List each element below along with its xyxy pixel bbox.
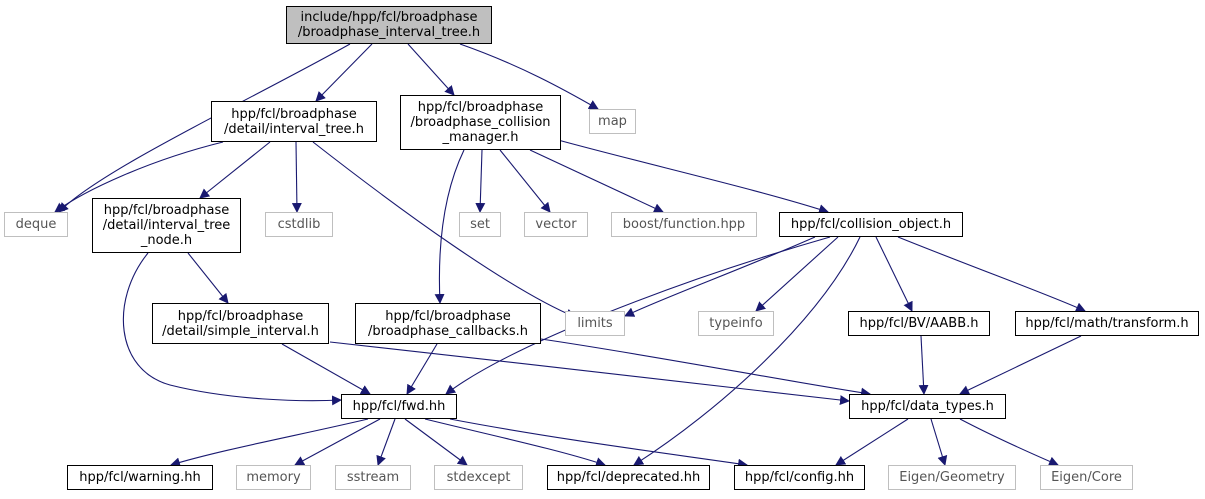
node-interval-tree-h[interactable]: hpp/fcl/broadphase /detail/interval_tree…: [211, 101, 377, 142]
edge-interval-tree-to-cstdlib: [291, 141, 302, 213]
node-interval-tree-node-h[interactable]: hpp/fcl/broadphase /detail/interval_tree…: [92, 198, 241, 253]
node-eigen-geometry[interactable]: Eigen/Geometry: [888, 465, 1016, 490]
edge-interval-tree-to-node: [199, 141, 271, 199]
edge-manager-to-callbacks: [434, 149, 465, 304]
edge-manager-to-vector: [499, 149, 551, 213]
edge-data-types-to-config: [835, 418, 909, 466]
edge-object-to-limits: [624, 236, 816, 317]
node-typeinfo[interactable]: typeinfo: [698, 311, 774, 336]
edge-data-types-to-eigen-geometry: [930, 418, 948, 466]
node-data-types-h[interactable]: hpp/fcl/data_types.h: [849, 394, 1006, 419]
node-stdexcept[interactable]: stdexcept: [434, 465, 523, 490]
edge-callbacks-to-fwd: [406, 343, 438, 395]
edge-root-to-interval-tree: [315, 43, 373, 102]
edge-root-to-deque: [58, 43, 351, 213]
edge-aabb-to-data-types: [918, 335, 929, 395]
node-sstream[interactable]: sstream: [335, 465, 411, 490]
node-simple-interval-h[interactable]: hpp/fcl/broadphase /detail/simple_interv…: [152, 303, 329, 344]
edge-manager-to-set: [475, 149, 486, 213]
node-fwd-hh[interactable]: hpp/fcl/fwd.hh: [341, 394, 457, 419]
node-eigen-core[interactable]: Eigen/Core: [1040, 465, 1133, 490]
edge-node-to-fwd: [122, 252, 342, 406]
node-broadphase-callbacks-h[interactable]: hpp/fcl/broadphase /broadphase_callbacks…: [355, 303, 541, 344]
node-vector[interactable]: vector: [524, 212, 588, 237]
node-config-hh[interactable]: hpp/fcl/config.hh: [734, 465, 865, 490]
edge-callbacks-to-data-types: [540, 338, 871, 398]
edge-root-to-collision-manager: [407, 43, 455, 96]
edge-fwd-to-memory: [294, 418, 381, 466]
node-map[interactable]: map: [589, 109, 636, 134]
node-root-broadphase-interval-tree[interactable]: include/hpp/fcl/broadphase /broadphase_i…: [286, 6, 492, 44]
node-aabb-h[interactable]: hpp/fcl/BV/AABB.h: [848, 311, 990, 336]
edge-simple-interval-to-fwd: [281, 343, 371, 395]
edge-interval-tree-to-deque: [54, 141, 224, 213]
edge-transform-to-data-types: [959, 335, 1082, 395]
edge-interval-tree-to-limits: [312, 141, 576, 319]
edge-object-to-deprecated: [633, 236, 861, 466]
node-collision-object-h[interactable]: hpp/fcl/collision_object.h: [779, 212, 963, 237]
edge-object-to-aabb: [875, 236, 913, 312]
edge-fwd-to-config: [449, 418, 748, 469]
edge-fwd-to-deprecated: [424, 418, 606, 467]
node-deque[interactable]: deque: [4, 212, 68, 237]
edge-fwd-to-stdexcept: [404, 418, 468, 466]
edge-node-to-simple-interval: [187, 252, 229, 304]
node-limits[interactable]: limits: [565, 311, 625, 336]
node-set[interactable]: set: [459, 212, 501, 237]
node-cstdlib[interactable]: cstdlib: [265, 212, 333, 237]
node-memory[interactable]: memory: [236, 465, 311, 490]
node-warning-hh[interactable]: hpp/fcl/warning.hh: [67, 465, 213, 490]
edge-simple-interval-to-data-types: [329, 341, 850, 406]
edge-object-to-typeinfo: [755, 236, 839, 312]
edge-manager-to-collision-object: [557, 139, 829, 214]
edge-object-to-transform: [897, 236, 1086, 312]
node-deprecated-hh[interactable]: hpp/fcl/deprecated.hh: [547, 465, 710, 490]
edge-fwd-to-warning: [170, 418, 369, 468]
edge-data-types-to-eigen-core: [959, 418, 1059, 466]
edge-root-to-map: [459, 43, 599, 110]
node-broadphase-collision-manager-h[interactable]: hpp/fcl/broadphase /broadphase_collision…: [400, 95, 561, 150]
node-boost-function-hpp[interactable]: boost/function.hpp: [611, 212, 757, 237]
edge-manager-to-boost-function: [529, 149, 664, 213]
node-transform-h[interactable]: hpp/fcl/math/transform.h: [1015, 311, 1199, 336]
edge-fwd-to-sstream: [376, 418, 396, 466]
